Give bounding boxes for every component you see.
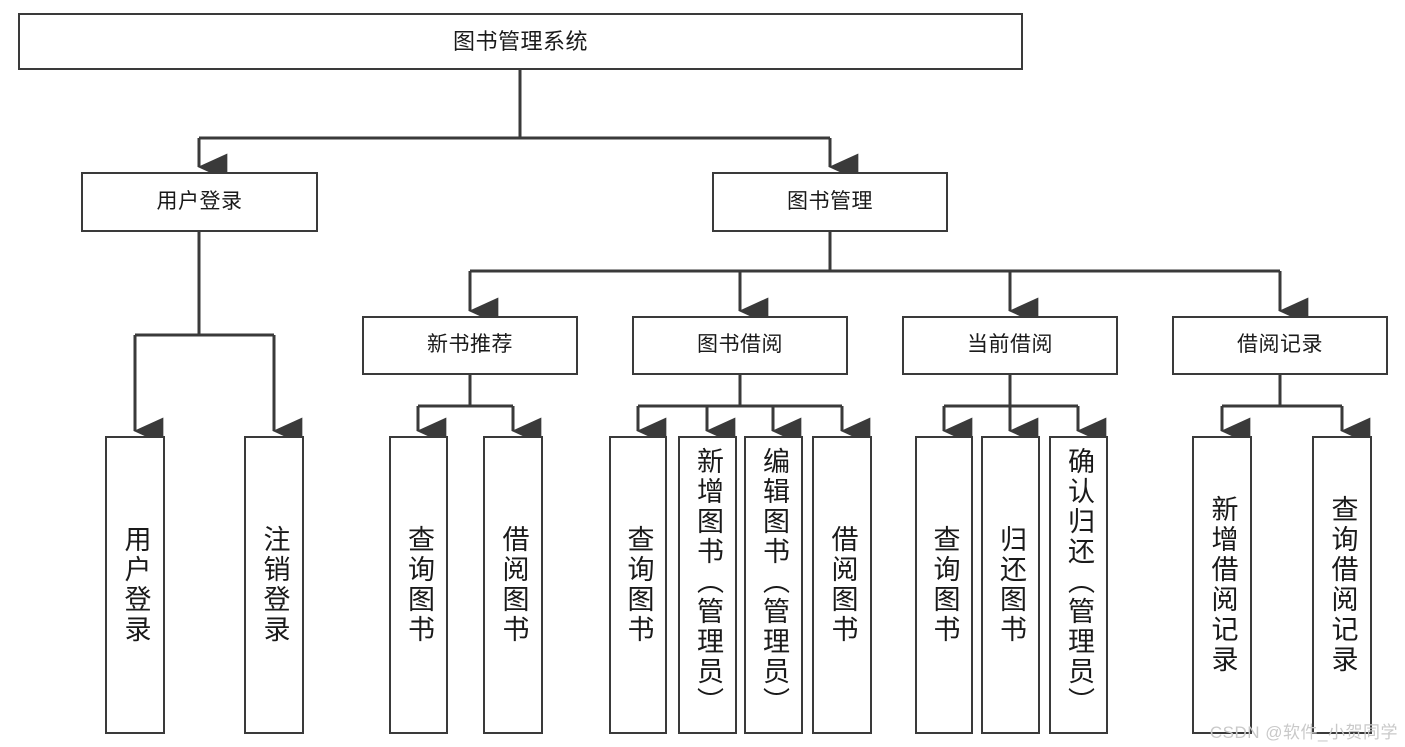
node-leaf-query-record[interactable]: 查询借阅记录 — [1312, 436, 1372, 734]
node-leaf-add-book[interactable]: 新增图书（管理员） — [678, 436, 737, 734]
node-leaf-user-login-label: 用户登录 — [120, 525, 151, 645]
node-leaf-borrow-book-2[interactable]: 借阅图书 — [812, 436, 872, 734]
node-leaf-user-logout-label: 注销登录 — [259, 525, 290, 645]
node-leaf-edit-book-label: 编辑图书（管理员） — [759, 447, 789, 717]
node-book-borrow-label: 图书借阅 — [697, 333, 783, 357]
node-leaf-user-logout[interactable]: 注销登录 — [244, 436, 304, 734]
node-borrow-record[interactable]: 借阅记录 — [1172, 316, 1388, 375]
node-leaf-add-record[interactable]: 新增借阅记录 — [1192, 436, 1252, 734]
node-user-login[interactable]: 用户登录 — [81, 172, 318, 232]
node-root[interactable]: 图书管理系统 — [18, 13, 1023, 70]
node-leaf-borrow-book-1[interactable]: 借阅图书 — [483, 436, 543, 734]
node-leaf-query-book-1-label: 查询图书 — [404, 525, 434, 645]
node-current-borrow[interactable]: 当前借阅 — [902, 316, 1118, 375]
node-leaf-user-login[interactable]: 用户登录 — [105, 436, 165, 734]
node-leaf-return-book-label: 归还图书 — [996, 525, 1026, 645]
node-root-label: 图书管理系统 — [452, 28, 588, 54]
node-leaf-add-book-label: 新增图书（管理员） — [693, 447, 723, 717]
node-leaf-query-book-3-label: 查询图书 — [929, 525, 960, 645]
node-borrow-record-label: 借阅记录 — [1237, 333, 1323, 357]
node-leaf-query-book-3[interactable]: 查询图书 — [915, 436, 973, 734]
node-leaf-query-book-1[interactable]: 查询图书 — [389, 436, 448, 734]
node-book-manage-label: 图书管理 — [787, 189, 873, 213]
node-book-borrow[interactable]: 图书借阅 — [632, 316, 848, 375]
node-user-login-label: 用户登录 — [156, 189, 243, 213]
node-leaf-confirm-return[interactable]: 确认归还（管理员） — [1049, 436, 1108, 734]
node-leaf-return-book[interactable]: 归还图书 — [981, 436, 1040, 734]
node-leaf-query-book-2-label: 查询图书 — [623, 525, 654, 645]
node-leaf-query-record-label: 查询借阅记录 — [1327, 495, 1358, 675]
node-new-book-recommend-label: 新书推荐 — [427, 333, 513, 357]
node-book-manage[interactable]: 图书管理 — [712, 172, 948, 232]
node-leaf-confirm-return-label: 确认归还（管理员） — [1064, 447, 1094, 717]
node-leaf-borrow-book-2-label: 借阅图书 — [827, 525, 858, 645]
node-leaf-add-record-label: 新增借阅记录 — [1207, 495, 1238, 675]
node-leaf-borrow-book-1-label: 借阅图书 — [498, 525, 529, 645]
node-current-borrow-label: 当前借阅 — [967, 333, 1053, 357]
node-new-book-recommend[interactable]: 新书推荐 — [362, 316, 578, 375]
node-leaf-query-book-2[interactable]: 查询图书 — [609, 436, 667, 734]
csdn-watermark: CSDN @软件_小贺同学 — [1209, 723, 1398, 742]
node-leaf-edit-book[interactable]: 编辑图书（管理员） — [744, 436, 803, 734]
